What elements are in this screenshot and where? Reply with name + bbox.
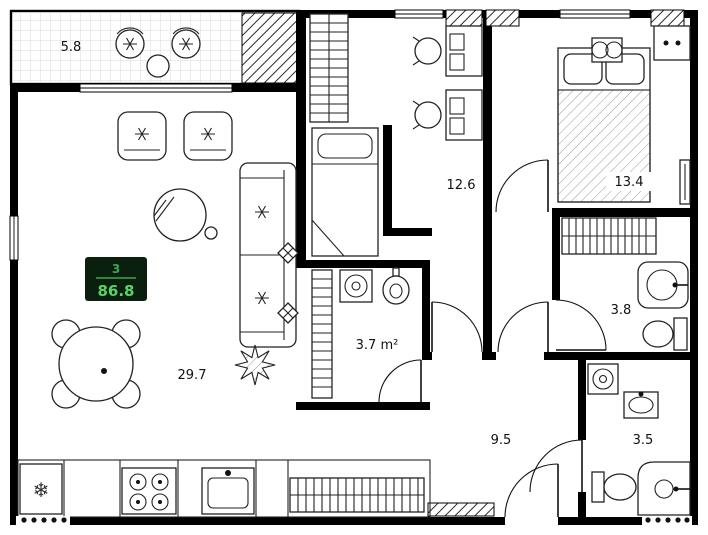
- desk-1: [445, 25, 483, 77]
- armchair-1: [117, 111, 167, 161]
- door-bathroom2: [529, 439, 583, 493]
- bathroom2-toilet: [591, 471, 637, 503]
- bathroom2-sink: [623, 391, 659, 419]
- badge-background: [85, 257, 147, 301]
- label-backing: [606, 172, 652, 191]
- vent-hatch-bottom: [427, 502, 495, 517]
- bathroom1-sink: [637, 261, 689, 309]
- round-mirror: [153, 188, 218, 242]
- room-label-bedroom2: 13.4: [615, 175, 644, 190]
- laundry-sink: [382, 267, 410, 305]
- bathroom1-toilet: [642, 317, 688, 351]
- single-bed: [311, 127, 379, 257]
- dining-table-set: [51, 319, 141, 409]
- door-bathroom1: [555, 299, 607, 351]
- vent-hatch-top-2: [485, 9, 520, 27]
- room-label-bathroom2: 3.5: [633, 433, 654, 448]
- window-bedroom1: [394, 9, 444, 19]
- hanger-rod: [561, 217, 657, 255]
- room-label-bedroom1: 12.6: [447, 178, 476, 193]
- corner-basin: [637, 461, 691, 516]
- balcony-table: [146, 54, 170, 78]
- wardrobe-top-view: [591, 37, 623, 63]
- badge-rooms-count: 3: [112, 262, 120, 276]
- washing-machine-1: [339, 269, 373, 303]
- window-living-balcony: [79, 83, 233, 93]
- window-left-wall: [9, 215, 19, 261]
- decor-star: [234, 344, 276, 386]
- door-bedroom2: [495, 159, 549, 213]
- threshold-dots-right: [642, 516, 692, 525]
- balcony: [9, 9, 301, 86]
- door-hall-right: [497, 301, 549, 353]
- nightstand: [653, 25, 691, 61]
- room-label-living: 29.7: [178, 368, 207, 383]
- kitchen-sink: [201, 467, 255, 515]
- towel-ladder: [311, 269, 333, 399]
- desk-chair-1: [412, 36, 442, 66]
- vent-shaft-hatch: [241, 12, 299, 84]
- window-bedroom2: [559, 9, 631, 19]
- kitchen-counter: ❄: [17, 459, 431, 518]
- balcony-chair-2: [171, 27, 201, 59]
- washing-machine-2: [587, 363, 619, 395]
- room-label-bathroom1: 3.8: [611, 303, 632, 318]
- desk-chair-2: [412, 100, 442, 130]
- stove: [121, 467, 177, 515]
- sofa-pillow-2: [277, 302, 299, 324]
- windows: [9, 9, 631, 261]
- vent-hatch-top-3: [650, 9, 685, 27]
- vent-hatch-top-1: [445, 9, 483, 27]
- room-label-balcony: 5.8: [61, 40, 82, 55]
- door-hall-left: [431, 301, 483, 353]
- badge-total-area: 86.8: [97, 282, 134, 300]
- entrance-door: [504, 463, 559, 518]
- room-label-hallway: 9.5: [491, 433, 512, 448]
- fridge: ❄: [19, 463, 63, 515]
- armchair-2: [183, 111, 233, 161]
- sofa-pillow-1: [277, 242, 299, 264]
- doors: [378, 159, 607, 518]
- area-badge: 3 86.8: [85, 257, 147, 301]
- radiator-rack: [289, 477, 425, 513]
- desk-2: [445, 89, 483, 141]
- balcony-chair-1: [115, 27, 145, 59]
- tv-panel: [679, 159, 691, 205]
- threshold-dots-left: [16, 516, 70, 525]
- fridge-snowflake-icon: ❄: [33, 478, 50, 502]
- room-label-laundry: 3.7 m²: [356, 338, 399, 353]
- sofa: [239, 162, 299, 348]
- door-laundry: [378, 359, 422, 403]
- shelf-closet: [309, 13, 349, 123]
